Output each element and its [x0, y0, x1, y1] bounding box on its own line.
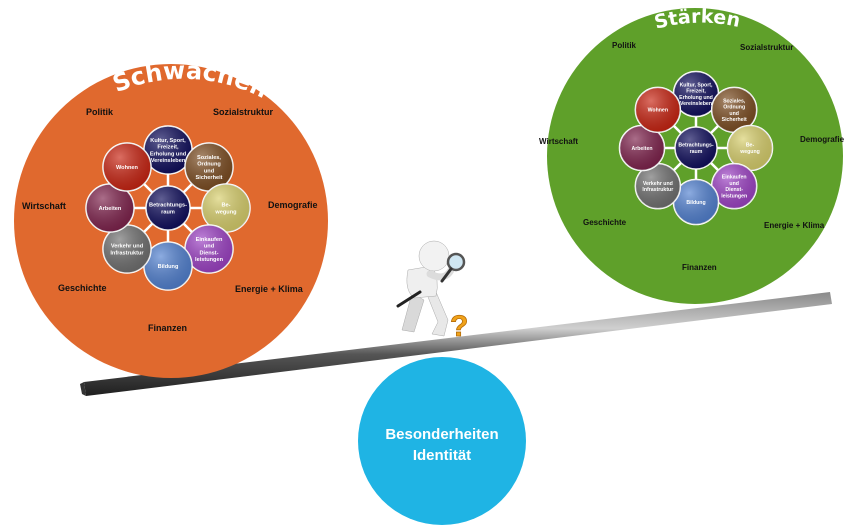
- strengths-hub-node-shade-bildung: [673, 179, 719, 225]
- right-label-politik: Politik: [612, 41, 637, 50]
- person-with-magnifier-icon: [396, 240, 466, 337]
- strengths-hub-label-soziales: und: [729, 111, 739, 117]
- weaknesses-hub-label-kultur: Vereinsleben: [151, 158, 186, 164]
- weaknesses-hub-label-center: Betrachtungs-: [149, 203, 187, 209]
- strengths-hub-node-shade-bewegung: [727, 125, 773, 171]
- right-label-sozialstruktur: Sozialstruktur: [740, 43, 793, 52]
- strengths-hub-label-arbeiten: Arbeiten: [631, 146, 652, 152]
- strengths-panel: Stärken Politik Sozialstruktur Wirtschaf…: [539, 6, 845, 304]
- left-label-demografie: Demografie: [268, 200, 318, 210]
- weaknesses-hub-node-shade-wohnen: [102, 142, 151, 191]
- strengths-hub-node-shade-kultur: [673, 71, 719, 117]
- fulcrum: Besonderheiten Identität: [358, 357, 526, 525]
- weaknesses-hub-node-shade-center: [146, 186, 190, 230]
- left-label-energie: Energie + Klima: [235, 284, 304, 294]
- weaknesses-hub-label-soziales: und: [204, 168, 215, 174]
- strengths-hub-label-soziales: Sicherheit: [722, 117, 747, 123]
- left-label-sozialstruktur: Sozialstruktur: [213, 107, 274, 117]
- strengths-hub: Kultur, Sport,Freizeit,Erholung undVerei…: [618, 70, 774, 226]
- strengths-hub-label-wohnen: Wohnen: [648, 108, 668, 114]
- strengths-hub-label-bewegung: Be-: [746, 143, 755, 149]
- right-label-geschichte: Geschichte: [583, 218, 627, 227]
- left-label-finanzen: Finanzen: [148, 323, 187, 333]
- strengths-hub-label-kultur: Erholung und: [679, 95, 713, 101]
- weaknesses-hub-node-shade-verkehr: [102, 225, 151, 274]
- weaknesses-hub-node-shade-bewegung: [202, 184, 250, 232]
- right-label-wirtschaft: Wirtschaft: [539, 137, 578, 146]
- left-label-politik: Politik: [86, 107, 114, 117]
- right-label-demografie: Demografie: [800, 135, 845, 144]
- weaknesses-hub-label-bewegung: Be-: [221, 203, 230, 209]
- weaknesses-hub-label-verkehr: Verkehr und: [111, 244, 144, 250]
- strengths-hub-node-shade-wohnen: [635, 87, 681, 133]
- fulcrum-circle: [358, 357, 526, 525]
- weaknesses-hub-label-kultur: Freizeit,: [157, 145, 179, 151]
- weaknesses-hub-label-einkaufen: und: [204, 244, 215, 250]
- weaknesses-hub-label-kultur: Erholung und: [150, 151, 187, 157]
- weaknesses-hub-label-arbeiten: Arbeiten: [99, 206, 122, 212]
- strengths-hub-label-soziales: Ordnung: [723, 105, 745, 111]
- weaknesses-hub-label-soziales: Sicherheit: [195, 175, 222, 181]
- fulcrum-line-2: Identität: [413, 447, 471, 464]
- weaknesses-hub-label-einkaufen: Einkaufen: [196, 237, 223, 243]
- strengths-hub-label-einkaufen: leistungen: [721, 193, 747, 199]
- strengths-hub-label-verkehr: Verkehr und: [643, 181, 673, 187]
- strengths-hub-label-einkaufen: und: [729, 181, 739, 187]
- strengths-hub-label-soziales: Soziales,: [723, 98, 746, 104]
- strengths-hub-label-einkaufen: Einkaufen: [722, 175, 747, 181]
- right-label-finanzen: Finanzen: [682, 263, 717, 272]
- strengths-hub-label-kultur: Freizeit,: [686, 89, 706, 95]
- strengths-hub-label-kultur: Kultur, Sport,: [680, 82, 713, 88]
- weaknesses-hub-label-soziales: Soziales,: [197, 155, 221, 161]
- weaknesses-hub-label-verkehr: Infrastruktur: [110, 250, 144, 256]
- weaknesses-hub-label-bildung: Bildung: [158, 264, 179, 270]
- weaknesses-hub-node-shade-kultur: [144, 126, 192, 174]
- weaknesses-hub-label-center: raum: [161, 209, 175, 215]
- weaknesses-hub-node-shade-soziales: [185, 142, 234, 191]
- strengths-hub-node-shade-einkaufen: [711, 163, 757, 209]
- weaknesses-hub-node-shade-bildung: [144, 242, 192, 290]
- balance-beam: [80, 292, 832, 396]
- strengths-hub-node-shade-soziales: [711, 87, 757, 133]
- weaknesses-hub-node-shade-einkaufen: [185, 225, 234, 274]
- strengths-hub-label-center: raum: [690, 149, 703, 155]
- fulcrum-line-1: Besonderheiten: [385, 426, 498, 443]
- strengths-hub-label-bewegung: wegung: [739, 149, 760, 155]
- question-mark-icon: ?: [450, 310, 468, 343]
- weaknesses-hub: Kultur, Sport,Freizeit,Erholung undVerei…: [85, 125, 251, 291]
- strengths-hub-label-bildung: Bildung: [686, 200, 705, 206]
- left-label-geschichte: Geschichte: [58, 283, 107, 293]
- weaknesses-hub-label-kultur: Kultur, Sport,: [150, 138, 186, 144]
- weaknesses-panel: Schwächen Politik Sozialstruktur Wirtsch…: [14, 57, 328, 378]
- strengths-hub-node-shade-center: [675, 127, 717, 169]
- strengths-hub-label-verkehr: Infrastruktur: [642, 187, 673, 193]
- weaknesses-hub-node-shade-arbeiten: [86, 184, 134, 232]
- strengths-hub-label-center: Betrachtungs-: [678, 143, 713, 149]
- strengths-hub-label-kultur: Vereinsleben: [680, 101, 712, 107]
- strengths-hub-node-shade-verkehr: [635, 163, 681, 209]
- weaknesses-hub-label-einkaufen: leistungen: [195, 257, 224, 263]
- weaknesses-hub-label-einkaufen: Dienst-: [200, 250, 219, 256]
- weaknesses-hub-label-soziales: Ordnung: [197, 162, 221, 168]
- strengths-hub-label-einkaufen: Dienst-: [725, 187, 743, 193]
- right-label-energie: Energie + Klima: [764, 221, 825, 230]
- weaknesses-hub-label-bewegung: wegung: [214, 209, 237, 215]
- left-label-wirtschaft: Wirtschaft: [22, 201, 66, 211]
- strengths-hub-node-shade-arbeiten: [619, 125, 665, 171]
- weaknesses-hub-label-wohnen: Wohnen: [116, 165, 139, 171]
